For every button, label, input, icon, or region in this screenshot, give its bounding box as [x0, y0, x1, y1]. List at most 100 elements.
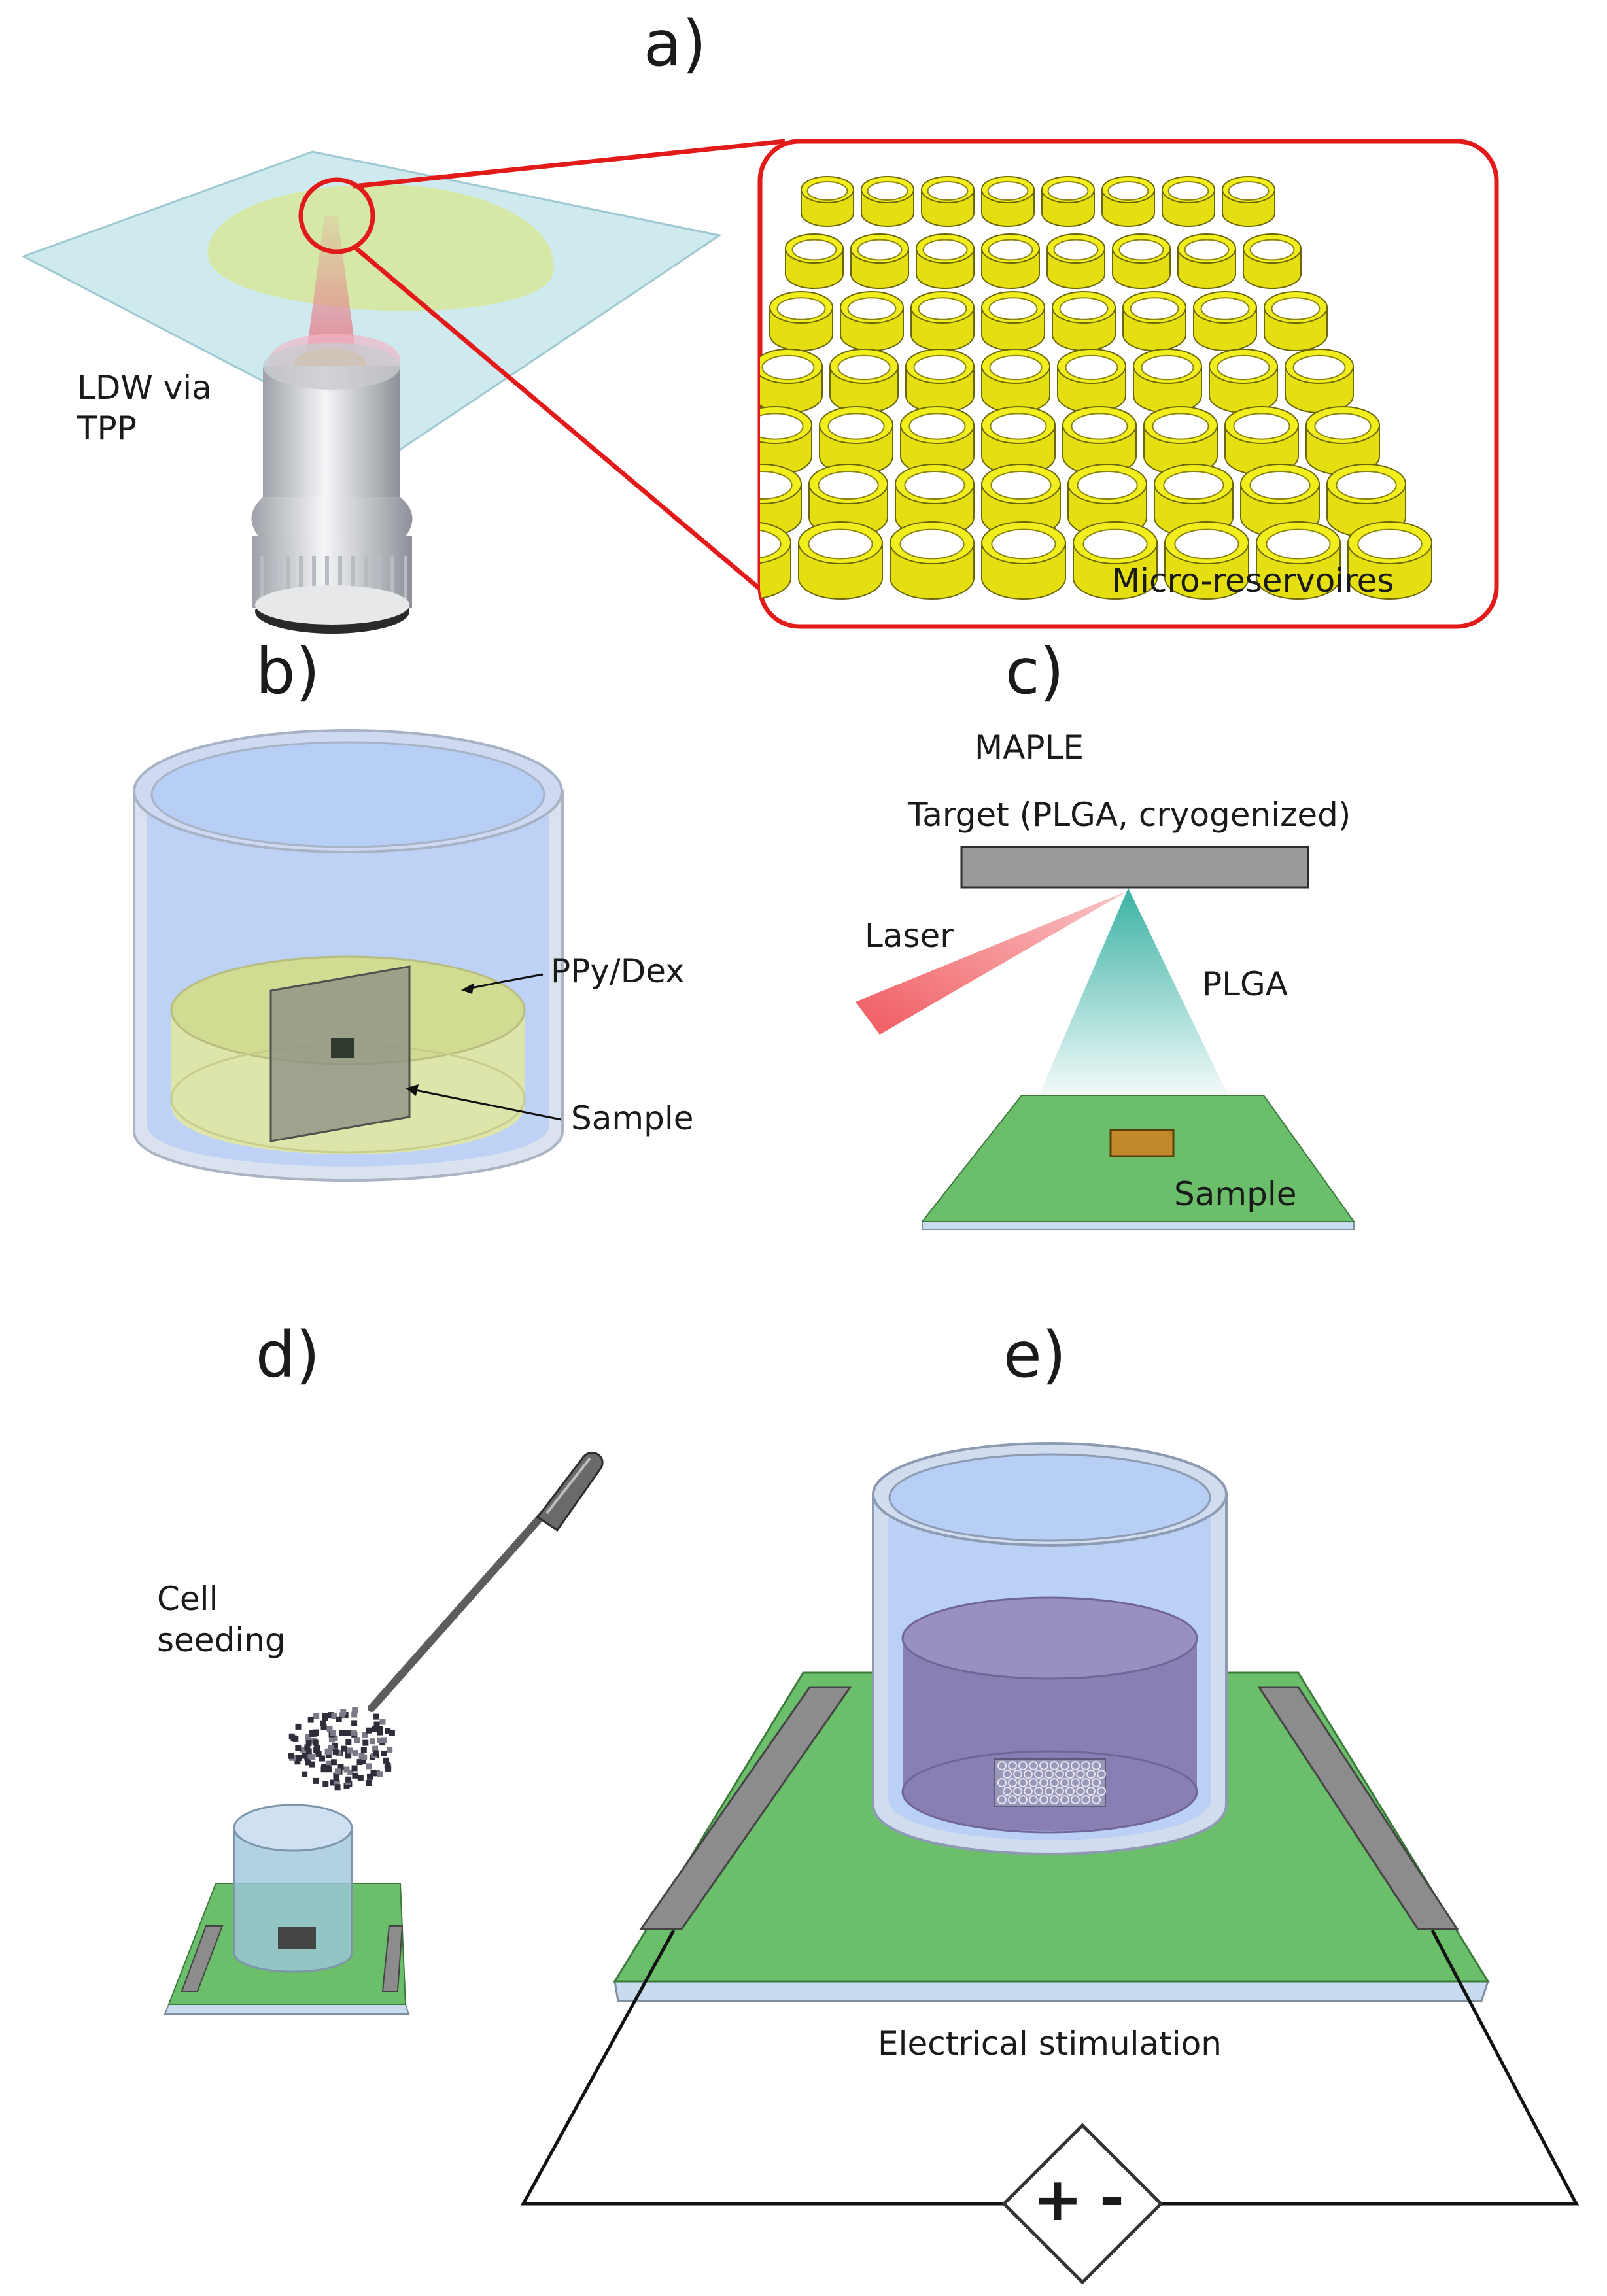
- cell: [322, 1781, 329, 1787]
- cell-seeding-line1: Cell: [157, 1580, 218, 1618]
- reservoir: [910, 291, 975, 351]
- cell: [347, 1747, 353, 1754]
- microscope-objective-icon: [251, 334, 413, 634]
- sample-board-c: [920, 1095, 1355, 1230]
- laser-beam: [306, 216, 356, 356]
- micro-reservoir-array: [760, 176, 1432, 600]
- cell: [331, 1713, 337, 1719]
- cell: [302, 1753, 308, 1759]
- cell: [305, 1739, 312, 1746]
- electrical-stimulation-label: Electrical stimulation: [878, 2025, 1222, 2063]
- laser-beam-c: [855, 891, 1128, 1035]
- panel-d: d) Cell seeding: [157, 1318, 604, 2015]
- cell: [324, 1765, 331, 1772]
- reservoir: [1305, 406, 1380, 475]
- cell: [334, 1779, 340, 1786]
- panel-e-label: e): [1003, 1318, 1067, 1392]
- reservoir: [916, 233, 975, 289]
- panel-c: c) MAPLE Target (PLGA, cryogenized) Lase…: [855, 635, 1355, 1230]
- cell: [309, 1754, 316, 1760]
- cell: [332, 1749, 339, 1756]
- plga-label: PLGA: [1202, 965, 1288, 1003]
- beaker-b: [133, 729, 564, 1182]
- cell: [370, 1770, 377, 1776]
- reservoir: [850, 233, 909, 289]
- reservoir: [1285, 349, 1354, 413]
- reservoir: [900, 406, 975, 475]
- cell: [352, 1750, 358, 1756]
- cell: [351, 1765, 358, 1772]
- panel-b-label: b): [256, 635, 320, 708]
- cell: [360, 1747, 367, 1753]
- laser-label: Laser: [865, 917, 954, 955]
- cell: [385, 1728, 391, 1734]
- zoom-line-bottom: [351, 244, 806, 628]
- cell: [377, 1737, 383, 1743]
- reservoir: [921, 176, 975, 227]
- sample-c-label: Sample: [1174, 1175, 1296, 1213]
- cell: [330, 1779, 336, 1786]
- reservoir: [1222, 176, 1275, 227]
- cell: [325, 1760, 332, 1767]
- cell: [381, 1750, 387, 1756]
- cell: [313, 1730, 319, 1736]
- cell: [345, 1776, 352, 1783]
- cell: [330, 1759, 337, 1766]
- reservoir: [760, 464, 802, 538]
- panel-d-label: d): [256, 1318, 320, 1392]
- cell: [362, 1732, 368, 1738]
- sample-chip: [331, 1038, 354, 1058]
- reservoir: [769, 291, 833, 351]
- cell-seeding-line2: seeding: [157, 1621, 286, 1659]
- cell: [305, 1759, 311, 1766]
- cell: [336, 1716, 342, 1722]
- target-plate: [960, 846, 1309, 889]
- target-label: Target (PLGA, cryogenized): [907, 796, 1351, 834]
- cell: [304, 1744, 311, 1751]
- cell: [335, 1768, 341, 1775]
- cell: [343, 1766, 350, 1773]
- cell: [366, 1763, 372, 1770]
- reservoir: [981, 521, 1066, 600]
- reservoir: [981, 349, 1050, 413]
- cell: [347, 1770, 354, 1775]
- reservoir: [1062, 406, 1137, 475]
- cell: [362, 1739, 369, 1746]
- cell: [319, 1755, 325, 1762]
- cell: [340, 1709, 347, 1715]
- cell: [332, 1742, 338, 1749]
- reservoir: [785, 233, 844, 289]
- cell: [389, 1730, 395, 1736]
- reservoir: [1122, 291, 1186, 351]
- reservoir: [905, 349, 975, 413]
- cell: [351, 1730, 357, 1736]
- reservoir: [1101, 176, 1155, 227]
- cell: [309, 1761, 315, 1768]
- reservoir: [1243, 233, 1302, 289]
- reservoir: [981, 233, 1040, 289]
- cell: [357, 1775, 364, 1781]
- plus-symbol: +: [1032, 2165, 1082, 2235]
- reservoir: [1057, 349, 1126, 413]
- cell: [366, 1727, 372, 1734]
- reservoir: [829, 349, 899, 413]
- minus-symbol: -: [1099, 2163, 1124, 2233]
- cell: [305, 1734, 311, 1740]
- cell: [320, 1720, 326, 1726]
- zoom-circle: [298, 177, 375, 254]
- cell: [295, 1723, 302, 1730]
- cell: [325, 1752, 332, 1758]
- resist-drop: [207, 184, 554, 311]
- cell: [342, 1712, 349, 1718]
- cell: [341, 1745, 347, 1752]
- cell: [351, 1720, 358, 1726]
- cell: [372, 1726, 378, 1732]
- zoom-line-top: [353, 139, 786, 189]
- cell: [377, 1729, 383, 1736]
- cell: [369, 1738, 375, 1745]
- pipette-icon: [368, 1452, 604, 1712]
- reservoir: [1193, 291, 1257, 351]
- cell: [313, 1747, 320, 1753]
- cell: [345, 1730, 351, 1736]
- cell: [385, 1762, 391, 1769]
